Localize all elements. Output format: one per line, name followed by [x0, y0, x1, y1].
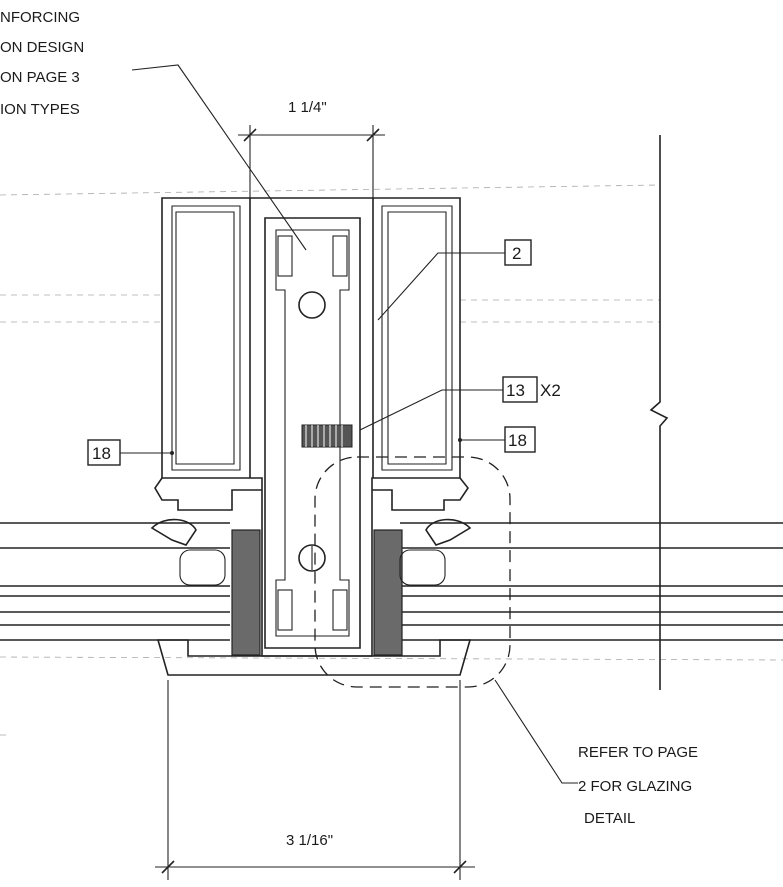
glazing-note: REFER TO PAGE 2 FOR GLAZING DETAIL: [494, 679, 698, 827]
callout-tag-18-left: 18: [87, 439, 174, 466]
reinforcing-note: NFORCING ON DESIGN ON PAGE 3 ION TYPES: [0, 9, 307, 251]
glazing-note-line-1: REFER TO PAGE: [578, 744, 698, 761]
glazing-note-line-3: DETAIL: [584, 810, 635, 827]
glazing-note-line-2: 2 FOR GLAZING: [578, 778, 692, 795]
tag-18-right-label: 18: [508, 431, 527, 450]
break-line: [649, 135, 669, 690]
tag-18-left-label: 18: [92, 444, 111, 463]
glazing-left: [0, 522, 230, 641]
tag-13-multiplier: X2: [540, 381, 561, 400]
dimension-top: 1 1/4": [238, 99, 385, 200]
glazing-right: [400, 522, 783, 641]
callout-tag-2: 2: [377, 239, 532, 321]
note-line-4: ION TYPES: [0, 101, 80, 118]
dimension-bottom: 3 1/16": [155, 680, 475, 880]
glazing-detail-outline: [314, 456, 511, 688]
tag-13-label: 13: [506, 381, 525, 400]
note-line-3: ON PAGE 3: [0, 69, 80, 86]
dimension-bottom-label: 3 1/16": [286, 832, 333, 849]
note-line-1: NFORCING: [0, 9, 80, 26]
dimension-top-label: 1 1/4": [288, 99, 327, 116]
note-line-2: ON DESIGN: [0, 39, 84, 56]
callout-tag-13: 13 X2: [359, 376, 561, 431]
mullion-profile: [150, 197, 472, 676]
callout-tag-18-right: 18: [458, 426, 536, 453]
tag-2-label: 2: [512, 244, 521, 263]
reference-lines: [0, 184, 783, 736]
